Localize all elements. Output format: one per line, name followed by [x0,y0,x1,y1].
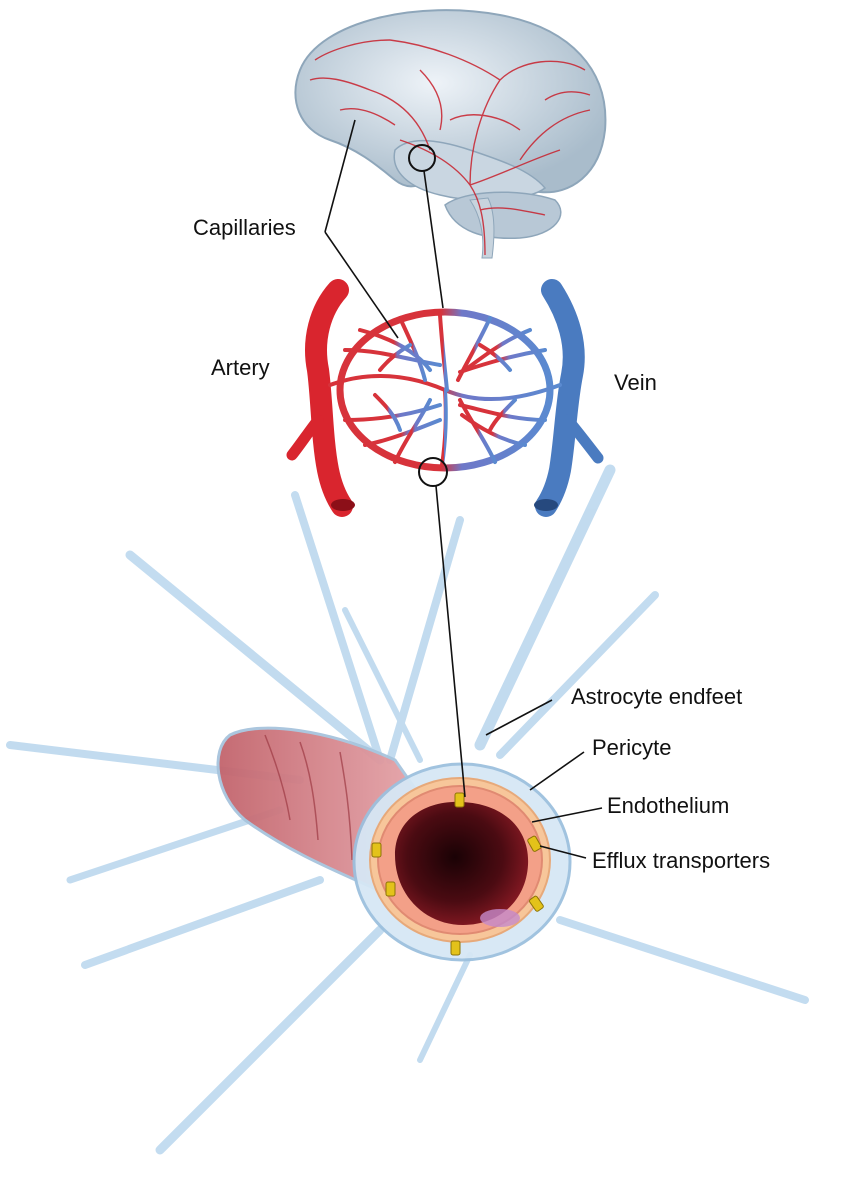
efflux-transporters-label: Efflux transporters [592,848,771,873]
astrocyte-endfeet-label: Astrocyte endfeet [571,684,743,709]
brain-vessels [309,39,591,256]
leader-bed-to-cross-section [435,485,466,798]
brain-zoom-circle [408,144,436,172]
leader-lines [324,119,603,859]
endothelial-nucleus [480,909,520,927]
efflux-transporters [371,792,544,956]
leader-endothelium [531,807,603,823]
artery-branch [286,414,324,461]
astrocyte-processes [6,464,809,1155]
capillary-zoom-circle [418,457,448,487]
artery-label: Artery [211,355,270,380]
leader-astrocyte-endfeet [485,699,553,736]
artery-opening [331,499,355,511]
capillary-network [328,313,562,467]
temporal-lobe [393,139,547,202]
leader-brain-to-bed [423,170,444,309]
lumen [395,801,529,925]
capillary-bed-illustration [286,279,604,517]
endothelial-cell-borders [264,734,353,861]
vein-vessel [535,279,585,517]
leader-pericyte [529,751,585,791]
brain-illustration [294,9,607,259]
leader-capillaries-brain [324,119,356,233]
artery-vessel [305,279,353,517]
pericyte-label: Pericyte [592,735,672,760]
leader-efflux-transporters [539,845,587,859]
vein-label: Vein [614,370,657,395]
vein-branch [562,414,604,464]
endothelium-label: Endothelium [607,793,730,818]
capillary-cross-section [216,726,572,962]
capillaries-label: Capillaries [193,215,296,240]
leader-capillaries-bed [324,231,399,339]
vein-opening [534,499,558,511]
